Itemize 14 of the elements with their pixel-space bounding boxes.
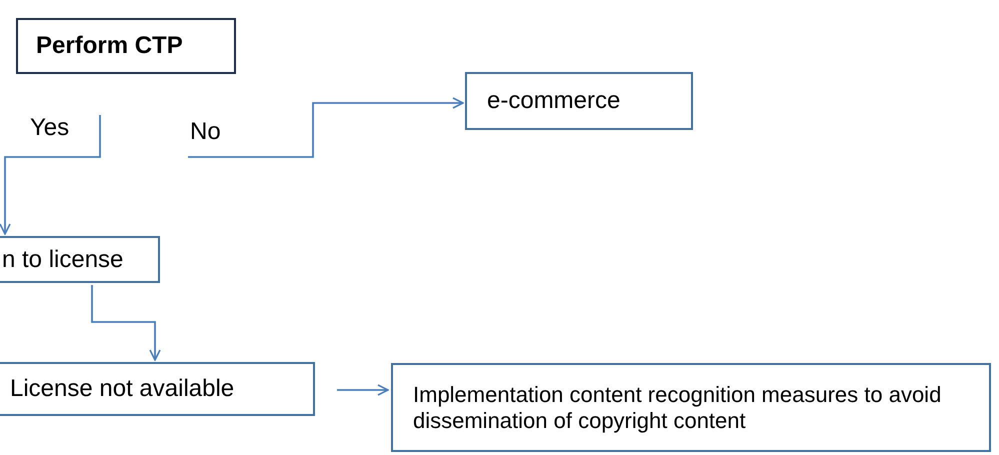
arrow — [0, 115, 101, 235]
arrow — [188, 97, 464, 158]
box-label: n to license — [2, 246, 124, 274]
box-label: License not available — [10, 375, 234, 403]
process-box — [16, 18, 236, 74]
process-box — [0, 236, 160, 283]
process-box — [391, 363, 991, 452]
process-box — [0, 362, 315, 416]
box-label: e-commerce — [487, 87, 620, 115]
arrow — [337, 384, 389, 396]
box-label: Perform CTP — [36, 32, 183, 60]
process-box — [465, 72, 693, 130]
box-label: Implementation content recognition measures to avoid dissemination of copyright content — [413, 382, 942, 434]
arrow — [91, 285, 161, 361]
